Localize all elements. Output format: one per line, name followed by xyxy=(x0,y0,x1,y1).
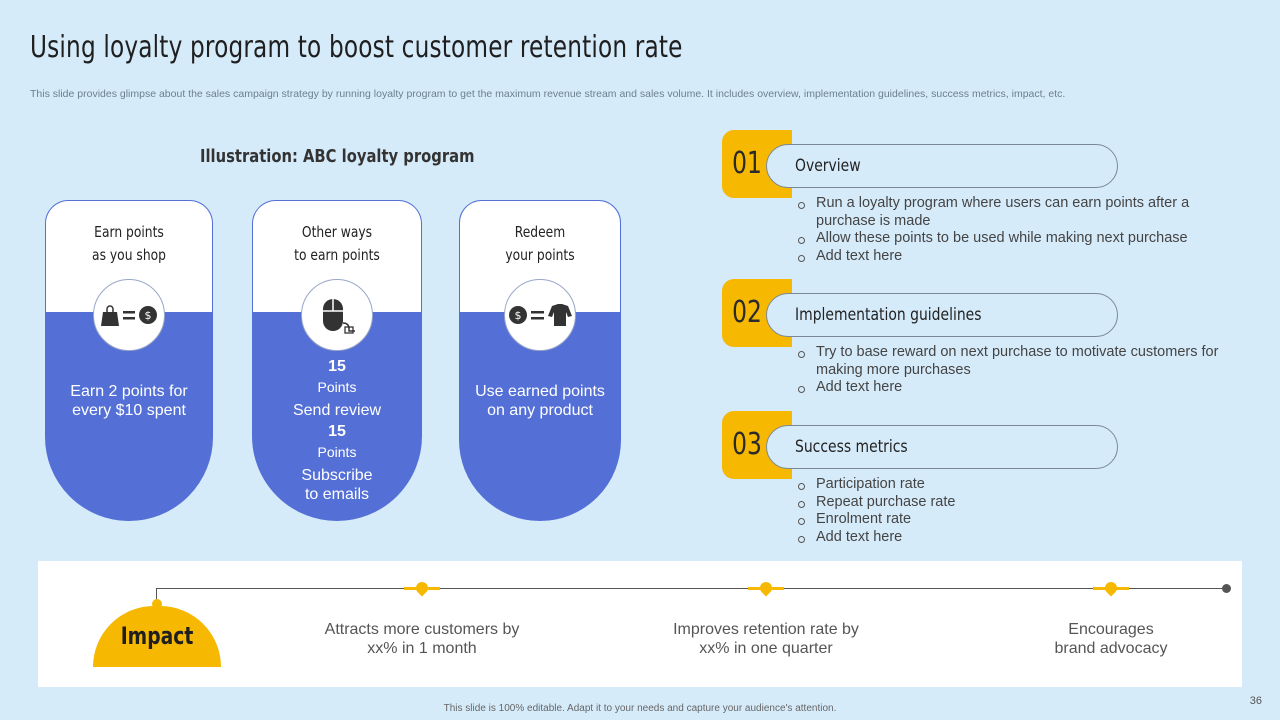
bullet-item: Add text here xyxy=(796,379,1236,397)
card-heading-line: Earn points xyxy=(94,223,164,241)
card-heading-line: Other ways xyxy=(301,223,373,241)
impact-item-line: brand advocacy xyxy=(1054,640,1168,657)
card-body: Use earned points on any product xyxy=(460,382,620,420)
card-body: 15 Points Send review 15 Points Subscrib… xyxy=(253,357,421,504)
shopping-bag-equals-coin-icon: $ xyxy=(93,279,165,351)
impact-item: Attracts more customers by xx% in 1 mont… xyxy=(292,620,552,658)
footer-note: This slide is 100% editable. Adapt it to… xyxy=(443,703,837,714)
step-title-pill: Success metrics xyxy=(766,425,1118,469)
timeline-start-dot xyxy=(152,599,162,609)
svg-text:$: $ xyxy=(515,309,522,322)
impact-label: Impact xyxy=(120,622,194,650)
card-heading: Other ways to earn points xyxy=(268,221,406,267)
bullet-item: Enrolment rate xyxy=(796,511,1236,529)
earn-action: to emails xyxy=(304,486,370,503)
points-label: Points xyxy=(317,379,357,395)
step-title-pill: Overview xyxy=(766,144,1118,188)
bullet-item: Try to base reward on next purchase to m… xyxy=(796,344,1236,379)
svg-text:$: $ xyxy=(145,309,152,322)
points-value: 15 xyxy=(328,423,346,440)
card-earn-points: Earn points as you shop $ Earn 2 points … xyxy=(45,200,213,521)
impact-item-line: xx% in 1 month xyxy=(367,640,477,657)
step-bullets: Try to base reward on next purchase to m… xyxy=(796,344,1236,397)
slide-title: Using loyalty program to boost customer … xyxy=(30,30,683,65)
step-title-pill: Implementation guidelines xyxy=(766,293,1118,337)
step-number: 03 xyxy=(732,427,762,462)
card-heading: Earn points as you shop xyxy=(61,221,197,267)
impact-item-line: Improves retention rate by xyxy=(673,621,859,638)
step-title: Success metrics xyxy=(795,437,908,457)
location-pin-icon xyxy=(1093,579,1129,597)
step-bullets: Run a loyalty program where users can ea… xyxy=(796,195,1236,265)
step-number: 02 xyxy=(732,295,762,330)
timeline-connector xyxy=(156,588,157,600)
step-number: 01 xyxy=(732,146,762,181)
points-label: Points xyxy=(317,444,357,460)
card-heading-line: to earn points xyxy=(294,246,380,264)
bullet-item: Add text here xyxy=(796,529,1236,547)
impact-item: Improves retention rate by xx% in one qu… xyxy=(636,620,896,658)
step-title: Overview xyxy=(795,156,861,176)
slide-subtitle: This slide provides glimpse about the sa… xyxy=(30,88,1066,100)
bullet-item: Add text here xyxy=(796,248,1236,266)
step-bullets: Participation rate Repeat purchase rate … xyxy=(796,476,1236,546)
bullet-item: Run a loyalty program where users can ea… xyxy=(796,195,1236,230)
card-other-ways: Other ways to earn points 15 Points Send… xyxy=(252,200,422,521)
bullet-item: Repeat purchase rate xyxy=(796,494,1236,512)
card-body-line: on any product xyxy=(487,402,593,419)
earn-action: Send review xyxy=(292,402,382,419)
earn-action: Subscribe xyxy=(301,467,373,484)
page-number: 36 xyxy=(1249,695,1262,707)
card-body: Earn 2 points for every $10 spent xyxy=(46,382,212,420)
step-title: Implementation guidelines xyxy=(795,305,982,325)
card-heading-line: as you shop xyxy=(92,246,166,264)
timeline-end-dot xyxy=(1222,584,1231,593)
impact-item: Encourages brand advocacy xyxy=(981,620,1241,658)
impact-panel xyxy=(38,561,1242,687)
location-pin-icon xyxy=(748,579,784,597)
points-value: 15 xyxy=(328,358,346,375)
location-pin-icon xyxy=(404,579,440,597)
card-body-line: Use earned points xyxy=(475,383,605,400)
bullet-item: Allow these points to be used while maki… xyxy=(796,230,1236,248)
impact-item-line: xx% in one quarter xyxy=(699,640,833,657)
bullet-item: Participation rate xyxy=(796,476,1236,494)
impact-item-line: Encourages xyxy=(1068,621,1154,638)
card-body-line: Earn 2 points for xyxy=(70,383,188,400)
impact-item-line: Attracts more customers by xyxy=(324,621,520,638)
card-body-line: every $10 spent xyxy=(72,402,186,419)
card-heading: Redeem your points xyxy=(474,221,605,267)
card-redeem: Redeem your points $ Use earned points o… xyxy=(459,200,621,521)
card-heading-line: Redeem xyxy=(514,223,566,241)
impact-timeline xyxy=(157,588,1227,589)
computer-mouse-icon xyxy=(301,279,373,351)
illustration-title: Illustration: ABC loyalty program xyxy=(200,146,475,167)
card-heading-line: your points xyxy=(505,246,575,264)
coin-equals-shirt-icon: $ xyxy=(504,279,576,351)
